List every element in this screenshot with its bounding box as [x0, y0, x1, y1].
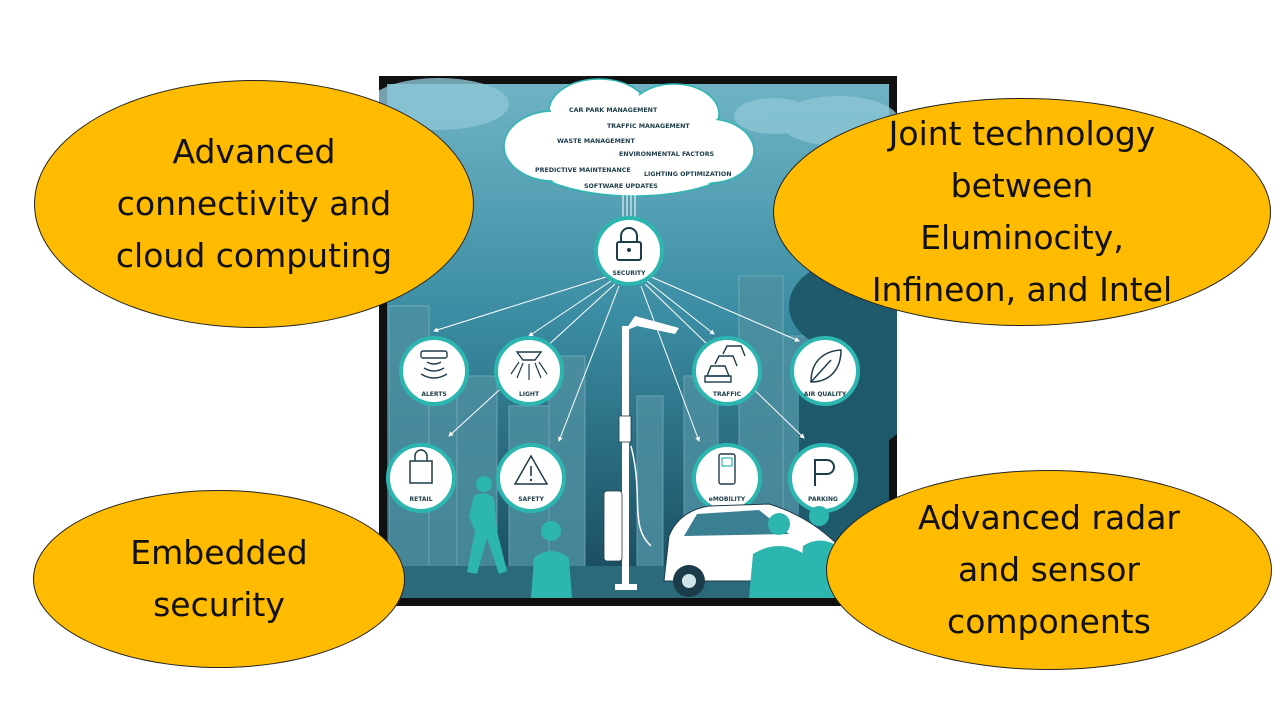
- callout-line: components: [947, 602, 1151, 641]
- callout-line: Advanced radar: [917, 498, 1181, 537]
- callout-connectivity: Advanced connectivity and cloud computin…: [34, 80, 474, 328]
- callout-line: cloud computing: [115, 236, 393, 275]
- parking-icon: [788, 443, 858, 513]
- light-label: LIGHT: [519, 391, 540, 398]
- security-label: SECURITY: [613, 270, 647, 277]
- traffic-label: TRAFFIC: [713, 391, 742, 398]
- callout-line: Joint technology: [888, 114, 1156, 153]
- callout-line: Advanced: [172, 132, 336, 171]
- callout-line: security: [153, 585, 285, 624]
- callout-line: Eluminocity,: [920, 218, 1124, 257]
- callout-joint-technology: Joint technology between Eluminocity, In…: [773, 98, 1271, 326]
- callout-embedded-security: Embedded security: [33, 490, 405, 668]
- alerts-icon: [399, 336, 469, 406]
- streetlight: [603, 316, 679, 590]
- safety-icon: [496, 443, 566, 513]
- traffic-icon: [692, 336, 762, 406]
- cloud-connector-lines: [622, 194, 636, 218]
- emobility-label: eMOBILITY: [709, 496, 746, 503]
- callout-radar-sensor: Advanced radar and sensor components: [826, 470, 1272, 670]
- callout-line: and sensor: [958, 550, 1140, 589]
- cloud-item: ENVIRONMENTAL FACTORS: [619, 151, 715, 158]
- callout-line: connectivity and: [116, 184, 392, 223]
- callout-line: Embedded: [130, 533, 308, 572]
- cloud-item: CAR PARK MANAGEMENT: [569, 107, 658, 114]
- cloud-item: TRAFFIC MANAGEMENT: [607, 123, 690, 130]
- retail-icon: [386, 443, 456, 513]
- air-quality-icon: [790, 336, 860, 406]
- parking-label: PARKING: [808, 496, 838, 503]
- callout-line: between: [950, 166, 1094, 205]
- alerts-label: ALERTS: [421, 391, 446, 398]
- security-icon: [594, 216, 664, 286]
- callout-line: Infineon, and Intel: [871, 270, 1173, 309]
- cloud-item: SOFTWARE UPDATES: [584, 183, 658, 190]
- cloud-item: WASTE MANAGEMENT: [557, 138, 635, 145]
- cloud-item: LIGHTING OPTIMIZATION: [644, 171, 732, 178]
- light-icon: [494, 336, 564, 406]
- safety-label: SAFETY: [518, 496, 544, 503]
- cloud-item: PREDICTIVE MAINTENANCE: [535, 167, 631, 174]
- retail-label: RETAIL: [409, 496, 432, 503]
- air-quality-label: AIR QUALITY: [804, 391, 847, 398]
